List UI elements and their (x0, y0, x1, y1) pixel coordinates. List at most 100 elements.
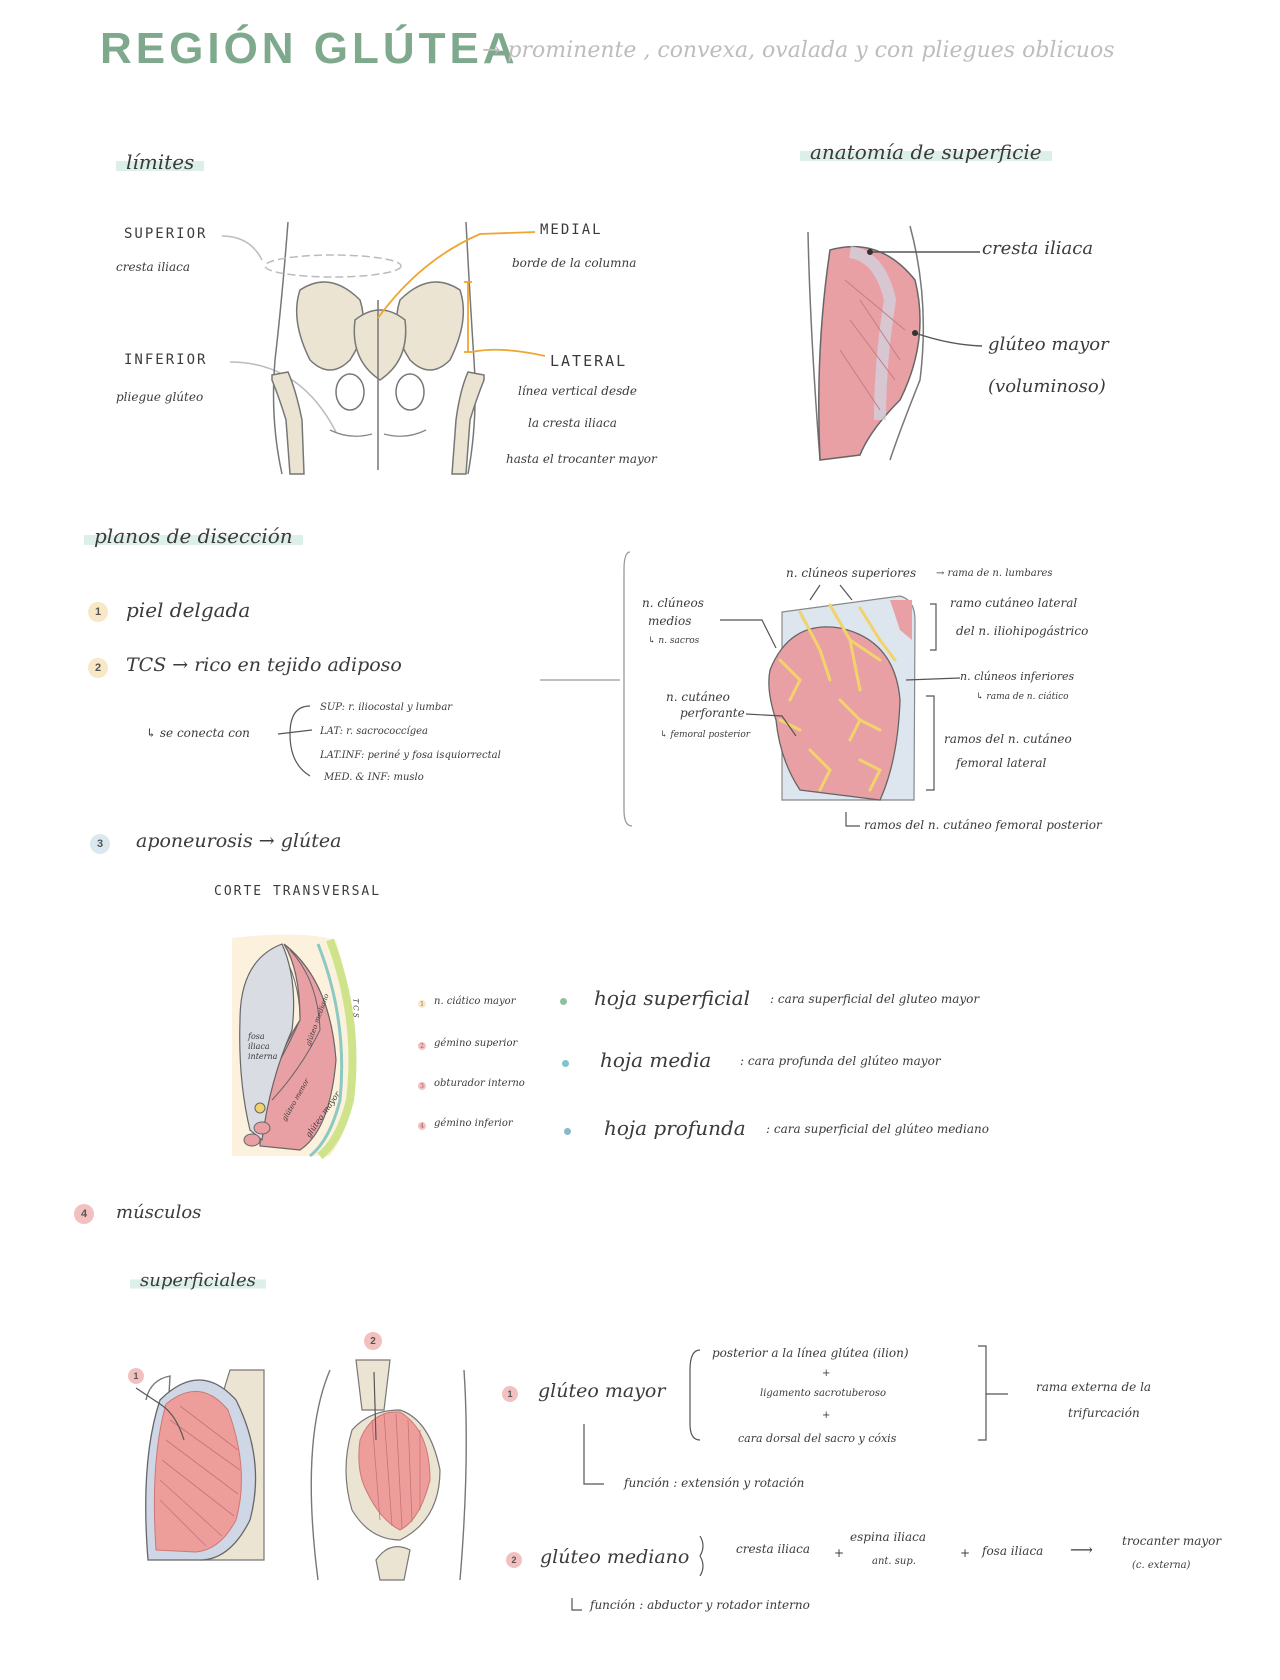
page-title: REGIÓN GLÚTEA (100, 24, 519, 73)
anatomia-voluminoso: (voluminoso) (988, 376, 1106, 397)
clunios-medios-2: medios (648, 614, 692, 628)
gm-plus-1: + (822, 1368, 831, 1379)
conexion-2: LAT: r. sacrococcígea (320, 726, 429, 737)
leyenda-4: gémino inferior (434, 1118, 513, 1129)
gmed-insercion-2: (c. externa) (1132, 1560, 1191, 1571)
ramo-lat-2: del n. iliohipogástrico (956, 624, 1089, 638)
gmed-plus-2: + (960, 1546, 971, 1560)
cutaneo-perf-rama: ↳ femoral posterior (660, 730, 751, 740)
hoja-media-name: hoja media (600, 1048, 712, 1072)
corte-fosa: fosa iliaca interna (248, 1032, 277, 1062)
gm-origen-3: cara dorsal del sacro y cóxis (738, 1432, 897, 1445)
hoja-prof-dot (564, 1128, 571, 1135)
hoja-media-dot (562, 1060, 569, 1067)
gmed-arrow: ⟶ (1070, 1540, 1093, 1559)
ramos-fem-lat-1: ramos del n. cutáneo (944, 732, 1072, 746)
gmed-name: glúteo mediano (540, 1546, 690, 1568)
anatomia-heading: anatomía de superficie (800, 140, 1052, 164)
superficiales-heading: superficiales (130, 1270, 266, 1291)
medial-desc: borde de la columna (512, 256, 637, 270)
musculos-heading: músculos (116, 1202, 202, 1223)
clunios-medios-1: n. clúneos (642, 596, 704, 610)
gm-funcion: función : extensión y rotación (624, 1476, 805, 1490)
gmed-origen-3: fosa iliaca (982, 1544, 1044, 1558)
gmed-espina-1: espina iliaca (850, 1530, 927, 1544)
leyenda-num-1: 1 (418, 1000, 426, 1008)
gm-num: 1 (502, 1386, 518, 1402)
leyenda-3: obturador interno (434, 1078, 525, 1089)
fosa-line-2: iliaca (248, 1042, 270, 1051)
lateral-desc-3: hasta el trocanter mayor (506, 452, 657, 466)
lateral-desc-1: línea vertical desde (518, 384, 638, 398)
lateral-desc-2: la cresta iliaca (528, 416, 617, 430)
anatomia-gluteo: glúteo mayor (988, 334, 1109, 355)
hoja-sup-desc: : cara superficial del gluteo mayor (770, 992, 980, 1006)
corte-heading: CORTE TRANSVERSAL (214, 884, 382, 899)
hoja-sup-dot (560, 998, 567, 1005)
planos-num-1: 1 (88, 602, 108, 622)
gmed-espina-2: ant. sup. (872, 1556, 916, 1567)
conexion-1: SUP: r. iliocostal y lumbar (320, 702, 453, 713)
gmed-insercion-1: trocanter mayor (1122, 1534, 1222, 1548)
conexion-3: LAT.INF: periné y fosa isquiorrectal (320, 750, 501, 761)
gmed-num: 2 (506, 1552, 522, 1568)
hoja-prof-name: hoja profunda (604, 1116, 746, 1140)
ramos-fem-post: ramos del n. cutáneo femoral posterior (864, 818, 1102, 832)
fosa-line-3: interna (248, 1052, 278, 1061)
clunios-medios-rama: ↳ n. sacros (648, 636, 700, 646)
clunios-sup: n. clúneos superiores (786, 566, 917, 580)
musculos-num: 4 (74, 1204, 94, 1224)
hoja-sup-name: hoja superficial (594, 986, 751, 1010)
leyenda-num-4: 4 (418, 1122, 426, 1130)
planos-item-1: piel delgada (126, 598, 251, 622)
conecta-label: ↳ se conecta con (146, 726, 250, 740)
ramos-fem-lat-2: femoral lateral (956, 756, 1047, 770)
clunios-sup-rama: → rama de n. lumbares (936, 568, 1053, 579)
anatomia-cresta: cresta iliaca (982, 238, 1094, 259)
hoja-prof-desc: : cara superficial del glúteo mediano (766, 1122, 989, 1136)
gmed-funcion: función : abductor y rotador interno (590, 1598, 810, 1612)
leyenda-num-2: 2 (418, 1042, 426, 1050)
gm-origen-1: posterior a la línea glútea (ilion) (712, 1346, 909, 1360)
ramo-lat-1: ramo cutáneo lateral (950, 596, 1078, 610)
superior-label: SUPERIOR (124, 226, 208, 242)
cutaneo-perf-2: perforante (680, 706, 745, 720)
gm-name: glúteo mayor (538, 1380, 666, 1402)
leyenda-1: n. ciático mayor (434, 996, 516, 1007)
planos-num-2: 2 (88, 658, 108, 678)
hoja-media-desc: : cara profunda del glúteo mayor (740, 1054, 941, 1068)
inferior-desc: pliegue glúteo (116, 390, 204, 404)
planos-item-2: TCS → rico en tejido adiposo (126, 654, 402, 676)
leyenda-num-3: 3 (418, 1082, 426, 1090)
gm-insercion-2: trifurcación (1068, 1406, 1140, 1420)
clunios-inf-rama: ↳ rama de n. ciático (976, 692, 1069, 702)
planos-heading: planos de disección (84, 524, 303, 548)
lateral-label: LATERAL (550, 352, 628, 370)
fig2-num: 2 (364, 1332, 382, 1350)
inferior-label: INFERIOR (124, 352, 208, 368)
superior-desc: cresta iliaca (116, 260, 191, 274)
cutaneo-perf-1: n. cutáneo (666, 690, 730, 704)
planos-item-3: aponeurosis → glútea (136, 830, 342, 852)
gm-origen-2: ligamento sacrotuberoso (760, 1388, 887, 1399)
conexion-4: MED. & INF: muslo (324, 772, 424, 783)
planos-num-3: 3 (90, 834, 110, 854)
gm-plus-2: + (822, 1410, 831, 1421)
gmed-plus-1: + (834, 1546, 845, 1560)
limites-heading: límites (116, 150, 205, 174)
page-subtitle: → prominente , convexa, ovalada y con pl… (482, 38, 1115, 63)
leyenda-2: gémino superior (434, 1038, 518, 1049)
fig1-num: 1 (128, 1368, 144, 1384)
gmed-origen-1: cresta iliaca (736, 1542, 811, 1556)
gm-insercion-1: rama externa de la (1036, 1380, 1152, 1394)
fosa-line-1: fosa (248, 1032, 265, 1041)
clunios-inf: n. clúneos inferiores (960, 670, 1075, 683)
medial-label: MEDIAL (540, 222, 603, 238)
